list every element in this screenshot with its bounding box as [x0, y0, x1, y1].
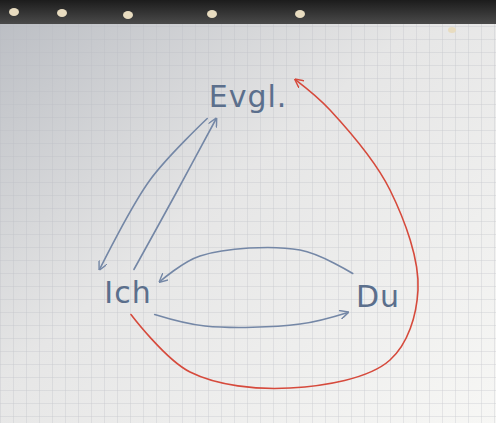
punch-holes [9, 8, 456, 33]
top-edge [0, 0, 496, 24]
arrow-line [155, 312, 348, 327]
hand-written-node: Evgl. [203, 76, 294, 117]
arrow-line [131, 80, 418, 389]
node-label: Du [356, 280, 400, 313]
hand-written-node: Ich [98, 272, 157, 313]
node-label: Ich [104, 276, 151, 309]
hand-written-node: Du [350, 276, 406, 317]
node-label: Evgl. [209, 80, 288, 113]
arrow-line [100, 119, 208, 270]
arrow-line [160, 248, 353, 282]
arrow-line [134, 119, 216, 270]
